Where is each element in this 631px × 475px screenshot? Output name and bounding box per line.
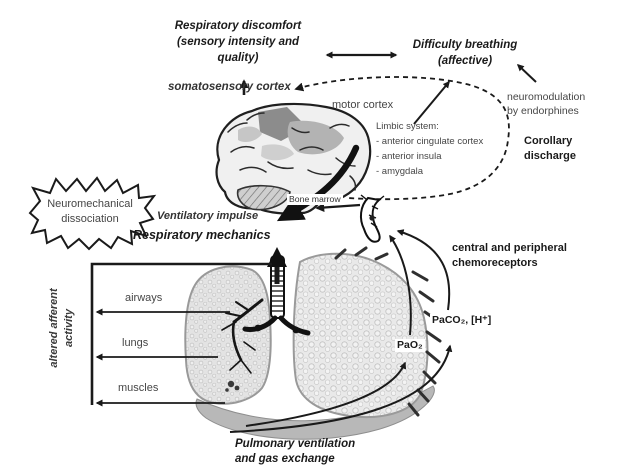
dashed-limbic-boundary <box>294 76 510 201</box>
left-lung-illustration <box>184 265 272 405</box>
label-somatosensory-cortex: somatosensory cortex <box>168 81 291 93</box>
label-neuromodulation: neuromodulation by endorphines <box>507 91 586 117</box>
arrow-paco2-upper <box>396 229 451 311</box>
arrow-pao2-lower <box>245 361 407 427</box>
diagram-arrows <box>90 51 537 433</box>
arrow-ventilatory-impulse <box>276 144 360 222</box>
label-chemoreceptors: central and peripheral chemoreceptors <box>452 242 567 269</box>
afferent-bracket <box>90 262 272 405</box>
label-respiratory-discomfort: Respiratory discomfort (sensory intensit… <box>174 20 302 64</box>
label-corollary-discharge: Corollary discharge <box>524 135 576 162</box>
label-motor-cortex: motor cortex <box>332 99 394 111</box>
label-difficulty-breathing: Difficulty breathing (affective) <box>412 39 518 67</box>
lung-nodule <box>225 380 240 392</box>
brainstem-illustration <box>359 194 385 243</box>
cerebellum <box>236 184 291 211</box>
label-bone-marrow: Bone marrow <box>287 194 343 205</box>
bronchial-tree <box>221 298 264 374</box>
arrow-neuromodulation <box>516 64 537 83</box>
starburst-shape <box>28 176 157 251</box>
rib-spikes <box>334 246 442 417</box>
arrow-pao2-upper <box>389 234 412 336</box>
label-respiratory-mechanics: Respiratory mechanics <box>133 228 271 242</box>
label-paco2: PaCO₂, [H⁺] <box>430 314 494 328</box>
label-altered-afferent-activity: altered afferent activity <box>48 288 75 368</box>
arrow-paco2-lower <box>229 344 453 433</box>
brain-sulci <box>227 112 357 191</box>
label-ventilatory-impulse: Ventilatory impulse <box>157 210 259 222</box>
right-lung-illustration <box>292 246 442 419</box>
arrow-brainstem-to-bone-marrow <box>315 203 361 212</box>
arrow-limbic-to-difficulty <box>413 80 450 125</box>
label-pao2: PaO₂ <box>395 339 425 353</box>
label-pulmonary-ventilation: Pulmonary ventilation and gas exchange <box>235 438 356 465</box>
label-muscles: muscles <box>118 382 159 394</box>
diaphragm-illustration <box>195 385 435 440</box>
label-limbic-system: Limbic system: - anterior cingulate cort… <box>376 121 484 177</box>
label-airways: airways <box>125 292 163 304</box>
label-neuromechanical-dissociation: Neuromechanical dissociation <box>47 198 133 225</box>
label-lungs: lungs <box>122 337 149 349</box>
